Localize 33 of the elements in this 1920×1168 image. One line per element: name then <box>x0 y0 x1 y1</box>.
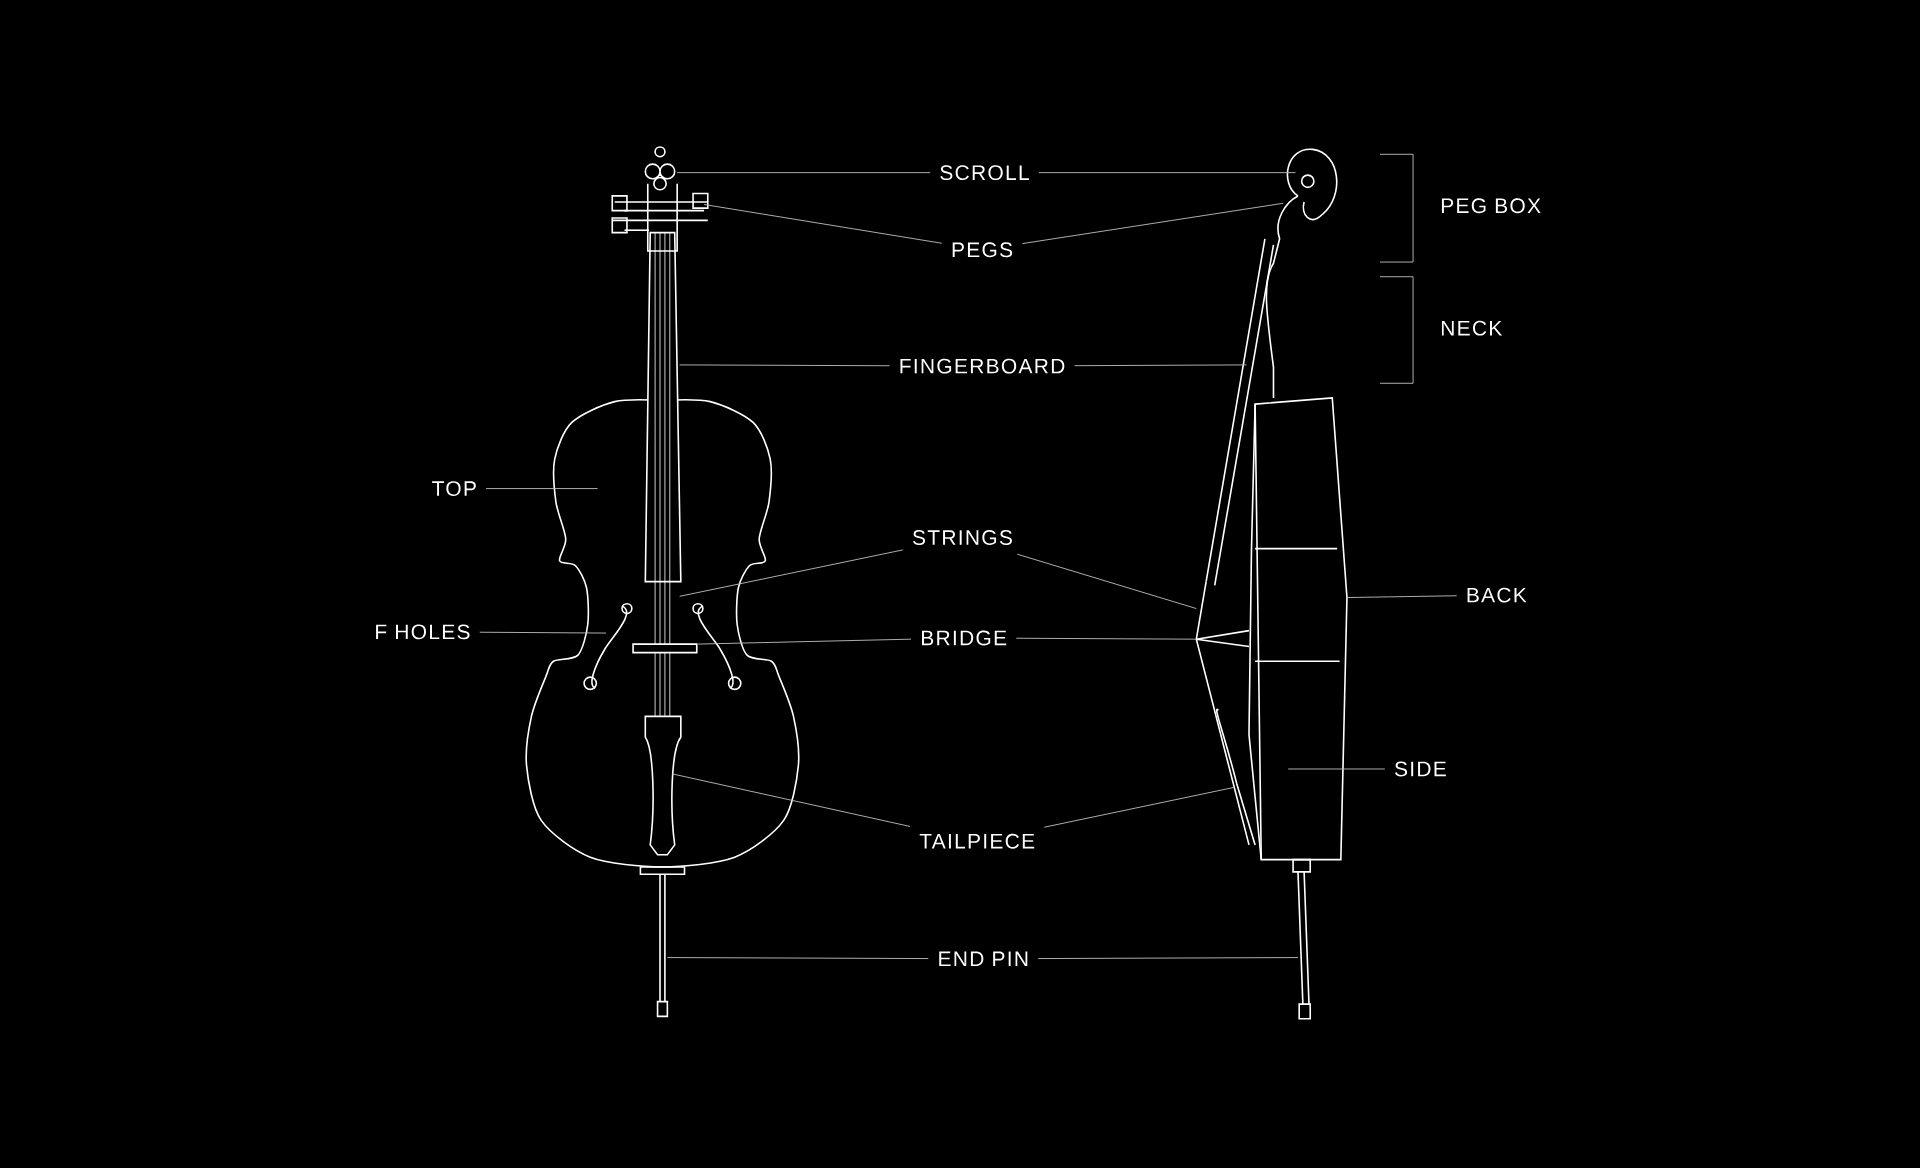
part-label: SIDE <box>1395 761 1446 777</box>
leader-line <box>1021 202 1284 244</box>
leader-line <box>1346 595 1458 598</box>
leader-line <box>1287 768 1386 770</box>
leader-line <box>703 203 943 244</box>
part-label: TOP <box>432 481 476 496</box>
leader-line <box>1074 364 1247 367</box>
leader-line <box>1038 172 1296 174</box>
leader-line <box>479 631 607 634</box>
part-label: FINGERBOARD <box>900 358 1065 374</box>
leader-line <box>679 364 890 367</box>
leader-line <box>671 773 911 827</box>
part-label: STRINGS <box>912 530 1012 545</box>
part-label: BACK <box>1467 587 1527 603</box>
leader-line <box>485 488 598 489</box>
leader-line <box>697 638 912 645</box>
leader-line <box>666 957 929 959</box>
cello-drawing <box>525 146 800 1018</box>
cello-drawing <box>1195 148 1348 1020</box>
part-label: TAILPIECE <box>919 833 1035 849</box>
part-label: BRIDGE <box>922 630 1007 646</box>
leader-line <box>679 549 904 597</box>
part-label: F HOLES <box>376 624 470 640</box>
leader-line <box>1015 637 1197 640</box>
part-label: END PIN <box>939 951 1028 966</box>
leader-line <box>676 172 931 174</box>
part-label: SCROLL <box>940 165 1029 180</box>
leader-line <box>1043 786 1235 828</box>
leader-line <box>1016 553 1197 609</box>
part-label: NECK <box>1441 320 1503 336</box>
part-label: PEGS <box>952 242 1013 258</box>
part-label: PEG BOX <box>1441 198 1541 214</box>
leader-line <box>1037 957 1299 959</box>
